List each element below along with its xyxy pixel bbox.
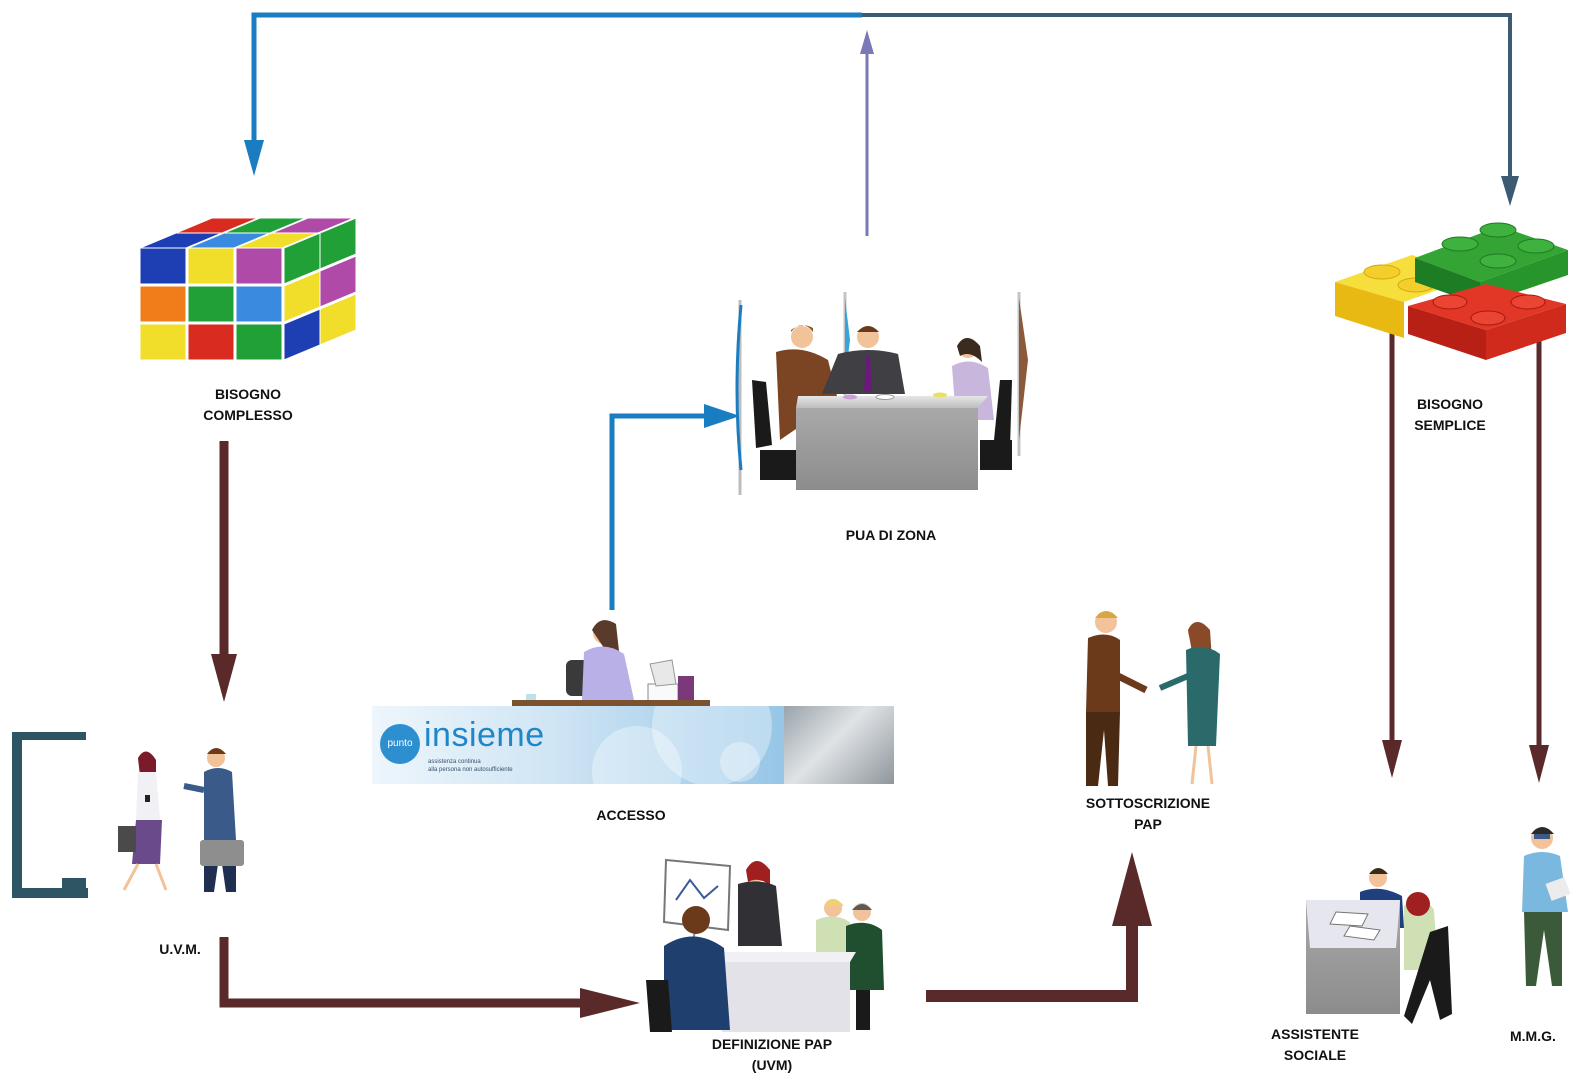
- team-meeting-icon: [646, 858, 884, 1032]
- brand-tagline: assistenza continua alla persona non aut…: [428, 759, 513, 773]
- arrow-pua-up: [860, 30, 874, 236]
- label-pua-di-zona: PUA DI ZONA: [845, 527, 937, 543]
- label-bisogno-complesso: BISOGNO COMPLESSO: [203, 386, 293, 423]
- arrow-semplice-to-assistente-sociale: [1382, 326, 1402, 778]
- receptionist-desk-icon: [512, 620, 710, 708]
- arrow-accesso-to-pua: [609, 404, 740, 610]
- label-accesso: ACCESSO: [596, 807, 666, 823]
- arrow-top-right-to-bisogno-semplice: [862, 13, 1519, 206]
- arrow-semplice-to-mmg: [1529, 326, 1549, 783]
- business-people-icon: [118, 748, 244, 892]
- arrow-bisogno-complesso-to-uvm: [211, 441, 237, 702]
- punto-badge: punto: [380, 724, 420, 764]
- doctor-icon: [1522, 827, 1571, 986]
- rubiks-cube-icon: [139, 217, 357, 361]
- label-uvm: U.V.M.: [159, 941, 201, 957]
- arrow-uvm-to-definizione-pap: [219, 937, 640, 1018]
- hands-photo: [784, 706, 894, 784]
- label-sottoscrizione-pap: SOTTOSCRIZIONE PAP: [1085, 795, 1211, 832]
- label-mmg: M.M.G.: [1510, 1028, 1556, 1044]
- meeting-table-icon: [735, 292, 1028, 495]
- door-icon: [12, 732, 88, 898]
- social-worker-desk-icon: [1306, 868, 1452, 1024]
- arrow-top-left-to-bisogno-complesso: [244, 12, 862, 176]
- handshake-icon: [1086, 611, 1220, 786]
- punto-insieme-banner: punto insieme assistenza continua alla p…: [372, 706, 894, 784]
- brand-name: insieme: [424, 716, 545, 754]
- label-assistente-sociale: ASSISTENTE SOCIALE: [1271, 1026, 1359, 1063]
- label-bisogno-semplice: BISOGNO SEMPLICE: [1414, 396, 1486, 433]
- arrow-definizione-to-sottoscrizione: [926, 852, 1152, 1002]
- lego-bricks-icon: [1335, 222, 1568, 360]
- label-definizione-pap: DEFINIZIONE PAP (UVM): [711, 1036, 833, 1073]
